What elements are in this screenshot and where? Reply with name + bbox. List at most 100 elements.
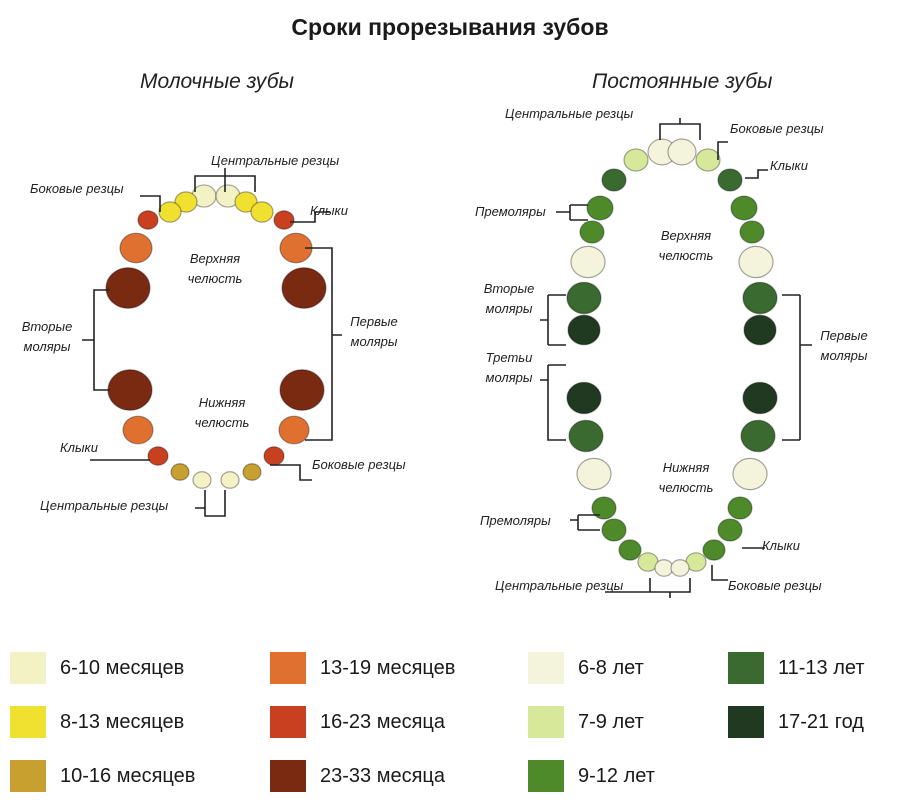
permanent-lower-third-molar-tooth (566, 381, 602, 415)
legend-item: 13-19 месяцев (270, 652, 455, 684)
primary-connectors (82, 168, 342, 517)
primary-lower-lateral-tooth (242, 463, 262, 481)
primary-lower-central-tooth (192, 471, 212, 489)
legend-swatch (10, 652, 46, 684)
primary-lower-jaw-label-1: Нижняя (199, 395, 246, 410)
primary-upper-second-molar-tooth (105, 267, 151, 309)
permanent-upper-first-molar-tooth (738, 245, 774, 279)
permanent-upper-premolar-tooth (730, 195, 758, 221)
permanent-lower-second-molar-tooth (568, 419, 604, 453)
primary-lower-canine-tooth (263, 446, 285, 466)
legend-label: 8-13 месяцев (60, 710, 185, 733)
primary-second-molars-label-1: Вторые (22, 319, 73, 334)
permanent-lower-jaw-label-1: Нижняя (663, 460, 710, 475)
legend-label: 7-9 лет (578, 710, 644, 733)
permanent-lower-first-molar-tooth (732, 457, 768, 491)
primary-first-molars-label-2: моляры (351, 334, 398, 349)
primary-lower-canine-tooth (147, 446, 169, 466)
permanent-lower-central-tooth (670, 559, 690, 577)
primary-lower-first-molar-tooth (122, 415, 154, 445)
permanent-lower-jaw-label-2: челюсть (659, 480, 714, 495)
permanent-upper-lateral-label: Боковые резцы (730, 121, 824, 136)
legend-item: 7-9 лет (528, 706, 644, 738)
permanent-lower-third-molar-tooth (742, 381, 778, 415)
permanent-upper-canine-tooth (601, 168, 627, 192)
legend-swatch (728, 706, 764, 738)
permanent-upper-premolar-tooth (586, 195, 614, 221)
primary-upper-canine-tooth (273, 210, 295, 230)
permanent-lower-first-molar-tooth (576, 457, 612, 491)
permanent-lower-canine-tooth (618, 539, 642, 561)
permanent-upper-third-molar-tooth (743, 314, 777, 346)
primary-lower-second-molar-tooth (279, 369, 325, 411)
permanent-lower-premolar-tooth (717, 518, 743, 542)
permanent-first-molars-label-1: Первые (820, 328, 867, 343)
legend-item: 16-23 месяца (270, 706, 445, 738)
permanent-upper-premolar-tooth (579, 220, 605, 244)
legend-label: 11-13 лет (778, 656, 865, 679)
primary-lower-central-label: Центральные резцы (40, 498, 169, 513)
primary-lower-central-tooth (220, 471, 240, 489)
permanent-lower-canine-tooth (702, 539, 726, 561)
legend-item: 6-10 месяцев (10, 652, 184, 684)
legend-item: 6-8 лет (528, 652, 644, 684)
legend-swatch (728, 652, 764, 684)
legend-swatch (528, 760, 564, 792)
permanent-upper-canine-label: Клыки (770, 158, 808, 173)
legend-swatch (270, 706, 306, 738)
primary-upper-canine-label: Клыки (310, 203, 348, 218)
permanent-upper-second-molar-tooth (742, 281, 778, 315)
permanent-connectors (540, 118, 812, 598)
legend-swatch (10, 760, 46, 792)
legend-swatch (528, 706, 564, 738)
permanent-upper-first-molar-tooth (570, 245, 606, 279)
permanent-third-molars-label-2: моляры (486, 370, 533, 385)
primary-first-molars-label-1: Первые (350, 314, 397, 329)
primary-lower-lateral-tooth (170, 463, 190, 481)
teeth-diagram: Центральные резцы Боковые резцы Клыки Ве… (22, 106, 868, 598)
primary-upper-lateral-tooth (250, 201, 274, 223)
primary-upper-lateral-label: Боковые резцы (30, 181, 124, 196)
legend-swatch (270, 652, 306, 684)
primary-lower-second-molar-tooth (107, 369, 153, 411)
permanent-lower-premolar-tooth (591, 496, 617, 520)
permanent-upper-lateral-tooth (695, 148, 721, 172)
legend-label: 23-33 месяца (320, 764, 445, 787)
permanent-first-molars-label-2: моляры (821, 348, 868, 363)
permanent-lower-second-molar-tooth (740, 419, 776, 453)
legend-item: 17-21 год (728, 706, 864, 738)
legend-label: 6-8 лет (578, 656, 644, 679)
permanent-lower-premolar-tooth (727, 496, 753, 520)
permanent-lower-lateral-label: Боковые резцы (728, 578, 822, 593)
permanent-lower-premolar-tooth (601, 518, 627, 542)
permanent-third-molars-label-1: Третьи (486, 350, 533, 365)
primary-upper-central-label: Центральные резцы (211, 153, 340, 168)
permanent-teeth-arch (566, 138, 778, 577)
legend-label: 9-12 лет (578, 764, 655, 787)
legend-label: 10-16 месяцев (60, 764, 196, 787)
legend-label: 17-21 год (778, 710, 864, 733)
primary-lower-canine-label: Клыки (60, 440, 98, 455)
page-title: Сроки прорезывания зубов (291, 14, 609, 40)
primary-second-molars-label-2: моляры (24, 339, 71, 354)
permanent-lower-central-tooth (654, 559, 674, 577)
permanent-upper-jaw-label-1: Верхняя (661, 228, 711, 243)
primary-teeth-heading: Молочные зубы (140, 70, 294, 93)
primary-upper-lateral-tooth (158, 201, 182, 223)
permanent-upper-third-molar-tooth (567, 314, 601, 346)
legend-item: 23-33 месяца (270, 760, 445, 792)
permanent-teeth-heading: Постоянные зубы (592, 70, 773, 93)
permanent-lower-canine-label: Клыки (762, 538, 800, 553)
permanent-upper-premolars-label: Премоляры (475, 204, 546, 219)
permanent-upper-premolar-tooth (739, 220, 765, 244)
permanent-lower-central-label: Центральные резцы (495, 578, 624, 593)
primary-upper-jaw-label-2: челюсть (188, 271, 243, 286)
permanent-second-molars-label-2: моляры (486, 301, 533, 316)
legend-label: 13-19 месяцев (320, 656, 456, 679)
primary-teeth-arch (105, 184, 327, 489)
permanent-upper-central-tooth (667, 138, 697, 166)
legend-item: 9-12 лет (528, 760, 655, 792)
primary-lower-first-molar-tooth (278, 415, 310, 445)
permanent-upper-second-molar-tooth (566, 281, 602, 315)
legend: 6-10 месяцев 8-13 месяцев 10-16 месяцев … (0, 640, 900, 800)
